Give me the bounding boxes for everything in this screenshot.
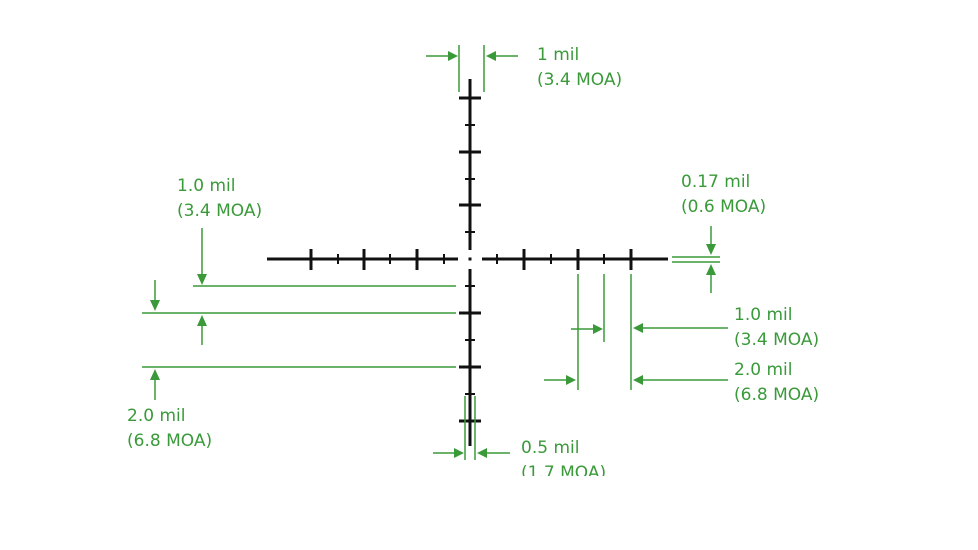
label-right-2-mil: 2.0 mil <box>734 360 793 380</box>
label-upper-left-moa: (3.4 MOA) <box>177 201 263 221</box>
label-right-2: 2.0 mil (6.8 MOA) <box>734 358 819 408</box>
label-right-1-mil: 1.0 mil <box>734 305 793 325</box>
label-bottom-moa: (1.7 MOA) <box>521 463 607 476</box>
reticle-center-dot <box>468 257 472 261</box>
dim-upper-left-arrow-head <box>197 274 207 285</box>
label-bottom: 0.5 mil (1.7 MOA) <box>521 436 606 476</box>
label-right-1-moa: (3.4 MOA) <box>734 330 820 350</box>
dim-top-arrow-right-head <box>486 51 496 61</box>
dim-upper-right-arrow-up-head <box>706 264 716 275</box>
label-upper-right-moa: (0.6 MOA) <box>681 197 767 217</box>
label-bottom-mil: 0.5 mil <box>521 438 580 458</box>
label-top: 1 mil (3.4 MOA) <box>537 43 622 93</box>
dim-right-2-arrow-in-head <box>566 375 576 385</box>
dim-upper-right-arrow-down-head <box>706 244 716 255</box>
label-lower-left-moa: (6.8 MOA) <box>127 431 213 451</box>
dim-left-arrow-up-head <box>197 315 207 326</box>
dim-lower-left-arrow-head <box>150 369 160 380</box>
label-lower-left: 2.0 mil (6.8 MOA) <box>127 404 212 454</box>
dimension-annotations <box>142 45 728 460</box>
label-top-mil: 1 mil <box>537 45 580 65</box>
dim-right-1-arrow-out-head <box>633 323 643 333</box>
label-upper-right-mil: 0.17 mil <box>681 172 751 192</box>
label-lower-left-mil: 2.0 mil <box>127 406 186 426</box>
label-upper-left: 1.0 mil (3.4 MOA) <box>177 174 262 224</box>
dim-bottom-arrow-left-head <box>454 448 464 458</box>
dim-right-1-arrow-in-head <box>593 324 603 334</box>
label-right-1: 1.0 mil (3.4 MOA) <box>734 303 819 353</box>
reticle-crosshair <box>267 79 668 446</box>
dim-top-arrow-left-head <box>448 51 458 61</box>
dim-left-arrow-down-head <box>150 300 160 311</box>
dim-right-2-arrow-out-head <box>633 375 643 385</box>
label-upper-left-mil: 1.0 mil <box>177 176 236 196</box>
label-top-moa: (3.4 MOA) <box>537 70 623 90</box>
label-right-2-moa: (6.8 MOA) <box>734 385 820 405</box>
label-upper-right: 0.17 mil (0.6 MOA) <box>681 170 766 220</box>
dim-bottom-arrow-right-head <box>477 448 487 458</box>
